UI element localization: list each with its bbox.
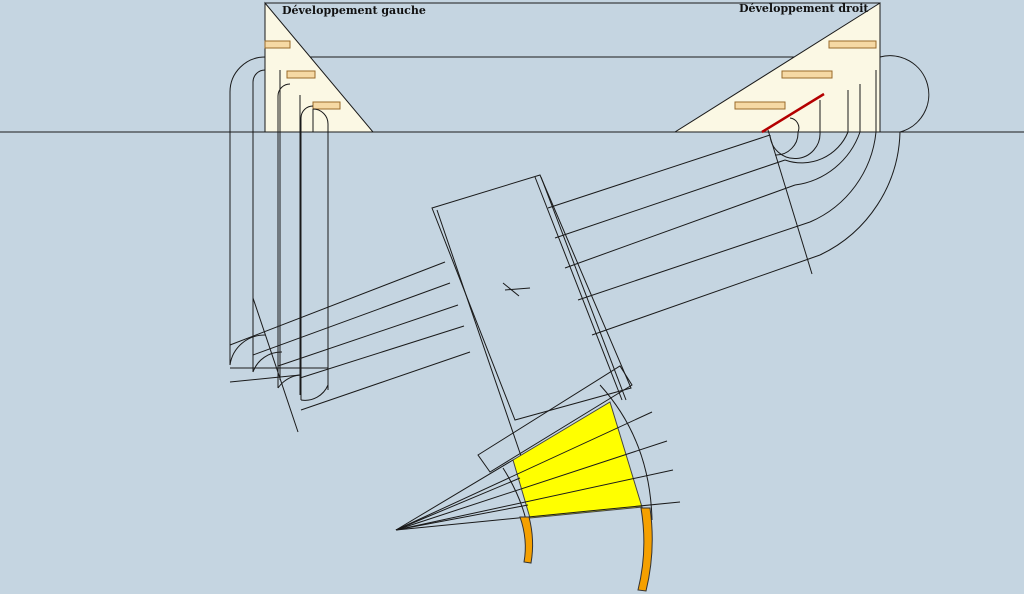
right-bar-3: [734, 101, 786, 110]
right-development-panel: [673, 2, 881, 133]
right-orange-strip: [637, 507, 653, 592]
left-development-panel: [264, 1, 375, 133]
left-orange-strip: [519, 516, 534, 564]
left-bar-2: [286, 70, 316, 79]
central-beam: [431, 174, 632, 457]
right-bar-2: [781, 70, 833, 79]
left-bar-3: [312, 101, 341, 110]
lower-crosspiece: [477, 365, 633, 473]
left-bar-1: [264, 40, 291, 49]
left-bends: [229, 56, 329, 400]
fan-arcs: [502, 384, 653, 521]
right-development-label: Développement droit: [739, 2, 869, 15]
fan-rays: [395, 411, 681, 531]
left-bottom-bends: [229, 297, 329, 433]
right-highlight-edge: [761, 92, 825, 134]
conduit-lines: [229, 134, 821, 411]
right-bar-1: [828, 40, 877, 49]
right-bends: [767, 55, 930, 275]
left-development-label: Développement gauche: [282, 4, 426, 17]
